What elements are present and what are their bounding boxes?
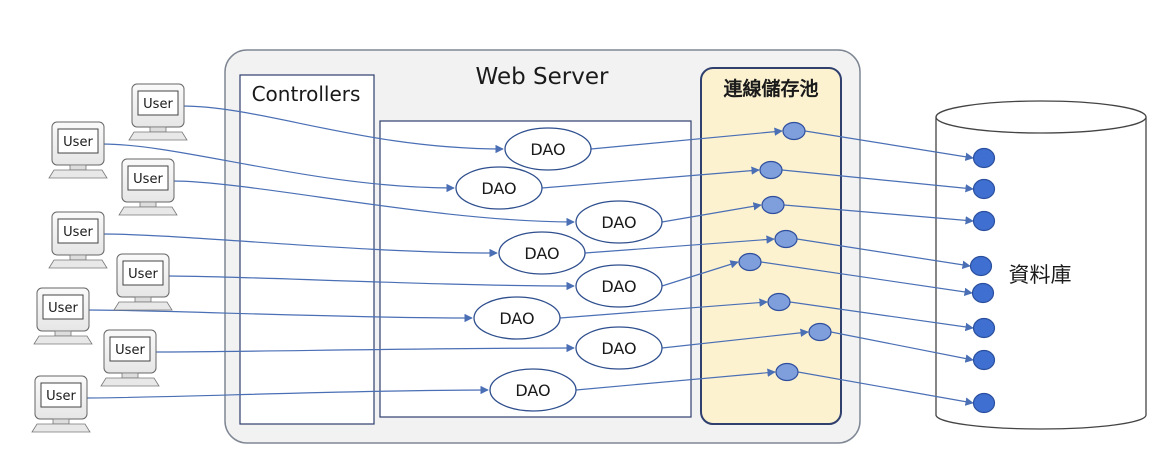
pool-connection-node <box>808 322 832 342</box>
connection-pool-label: 連線儲存池 <box>723 77 818 100</box>
dao-pool-connector <box>559 298 768 319</box>
user-label: User <box>63 135 93 150</box>
dao-node: DAO <box>575 326 663 370</box>
pool-db-connector <box>804 130 974 161</box>
dao-node: DAO <box>504 127 592 171</box>
pool-connection-node <box>759 160 783 180</box>
connection-lines <box>84 105 974 406</box>
user-dao-connector <box>101 233 498 258</box>
db-connection-node <box>972 178 996 200</box>
pool-nodes-group <box>738 121 832 382</box>
dao-label: DAO <box>601 213 636 232</box>
dao-label: DAO <box>530 140 565 159</box>
user-computer-icon: User <box>48 121 108 179</box>
db-nodes-group <box>969 147 996 414</box>
user-dao-connector <box>166 275 575 291</box>
db-connection-node <box>972 392 996 414</box>
connection-pool-box <box>700 67 842 425</box>
dao-pool-connector <box>584 235 775 254</box>
dao-label: DAO <box>524 244 559 263</box>
web-server-title: Web Server <box>476 64 609 90</box>
pool-db-connector <box>781 169 974 193</box>
user-label: User <box>115 343 145 358</box>
user-dao-connector <box>84 385 489 399</box>
user-computer-icon: User <box>118 158 178 216</box>
user-computer-icon: User <box>113 253 173 311</box>
user-label: User <box>143 97 173 112</box>
dao-group: DAO DAO DAO DAO DAO DAO DAO DAO <box>455 127 663 412</box>
user-dao-connector <box>171 180 575 227</box>
dao-pool-connector <box>541 166 760 189</box>
db-connection-node <box>972 147 996 169</box>
user-computer-icon: User <box>100 329 160 387</box>
user-computer-icon: User <box>48 211 108 269</box>
db-connection-node <box>972 349 996 371</box>
pool-db-connector <box>789 301 974 332</box>
dao-node: DAO <box>473 296 561 340</box>
controllers-label: Controllers <box>252 82 361 106</box>
user-label: User <box>128 267 158 282</box>
dao-pool-connector <box>590 127 783 150</box>
user-dao-connector <box>101 143 455 193</box>
dao-label: DAO <box>601 339 636 358</box>
db-connection-node <box>972 317 996 339</box>
db-connection-node <box>972 210 996 232</box>
dao-pool-connector <box>661 328 809 349</box>
user-label: User <box>63 225 93 240</box>
controllers-box <box>239 74 375 425</box>
dao-node: DAO <box>489 368 577 412</box>
dao-pool-connector <box>575 368 776 391</box>
pool-connection-node <box>767 292 791 312</box>
db-connection-node <box>971 282 995 304</box>
dao-node: DAO <box>498 231 586 275</box>
user-label: User <box>46 389 76 404</box>
database-label: 資料庫 <box>1009 263 1072 287</box>
user-computer-icon: User <box>31 375 91 433</box>
pool-db-connector <box>796 238 971 269</box>
pool-db-connector <box>797 371 974 406</box>
pool-connection-node <box>761 195 785 215</box>
dao-label: DAO <box>515 381 550 400</box>
dao-label: DAO <box>601 277 636 296</box>
dao-pool-connector <box>661 260 739 287</box>
user-computer-icon: User <box>33 287 93 345</box>
user-label: User <box>48 301 78 316</box>
user-computer-icon: User <box>128 83 188 141</box>
user-label: User <box>133 172 163 187</box>
user-dao-connector <box>153 343 575 353</box>
pool-connection-node <box>774 229 798 249</box>
dao-node: DAO <box>575 264 663 308</box>
pool-db-connector <box>783 204 974 225</box>
pool-connection-node <box>782 121 806 141</box>
dao-label: DAO <box>481 179 516 198</box>
pool-db-connector <box>830 331 974 363</box>
dao-pool-connector <box>661 202 762 223</box>
dao-node: DAO <box>455 166 543 210</box>
dao-label: DAO <box>499 309 534 328</box>
dao-node: DAO <box>575 200 663 244</box>
pool-connection-node <box>738 252 762 272</box>
user-dao-connector <box>181 105 504 154</box>
db-connection-node <box>969 255 993 277</box>
pool-connection-node <box>775 362 799 382</box>
pool-db-connector <box>760 261 973 297</box>
